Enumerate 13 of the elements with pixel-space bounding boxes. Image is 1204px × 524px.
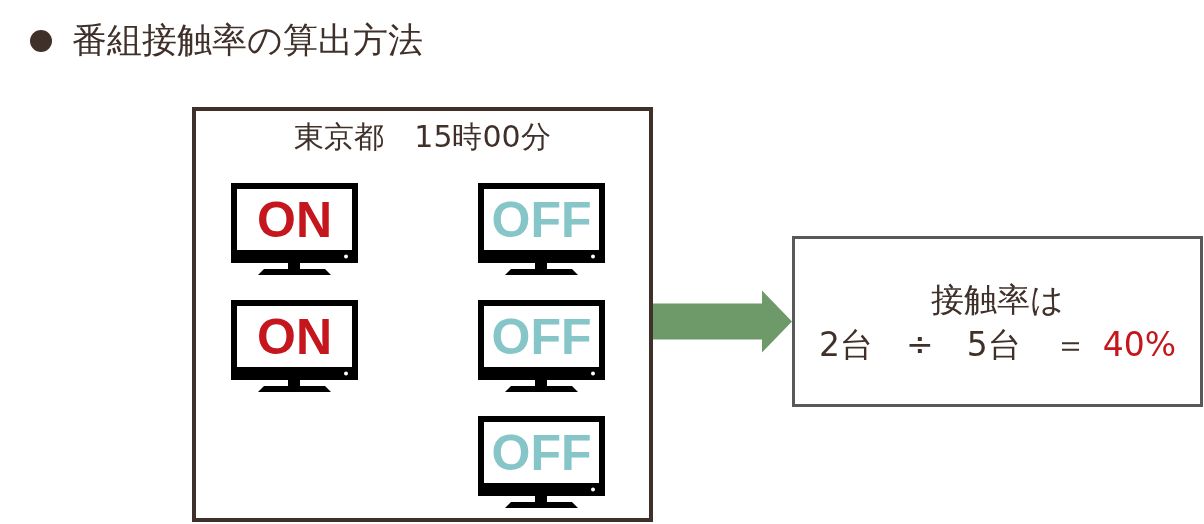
region-panel <box>192 107 653 522</box>
power-status: OFF <box>490 191 593 250</box>
block-arrow <box>653 290 792 353</box>
panel-heading: 東京都 15時00分 <box>293 119 552 155</box>
power-status: OFF <box>490 424 593 483</box>
title: 番組接触率の算出方法 <box>72 21 423 59</box>
result-value: 40% <box>1102 323 1176 366</box>
result-box <box>792 236 1203 407</box>
power-status: ON <box>256 191 333 250</box>
power-status: ON <box>256 308 333 367</box>
equation-text: 2台 ÷ 5台 ＝ <box>819 323 1087 366</box>
result-heading: 接触率は <box>931 278 1064 321</box>
power-status: OFF <box>490 308 593 367</box>
